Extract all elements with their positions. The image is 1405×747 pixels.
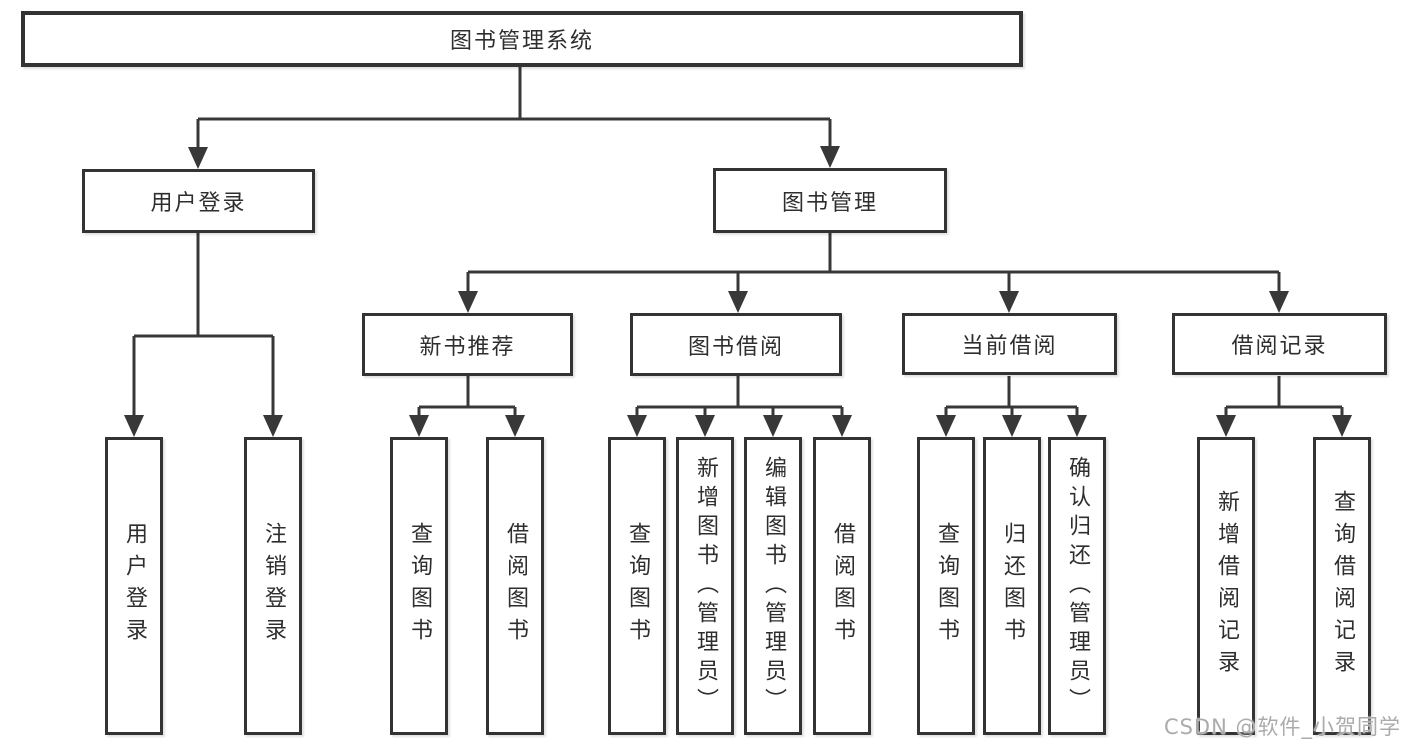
node-user-login: 用户登录 [82,169,315,233]
node-leaf-logout: 注销登录 [244,437,302,735]
node-leaf-confirm-return-admin-label: 确认归还（管理员） [1065,455,1090,717]
node-leaf-query-books-1-label: 查询图书 [407,522,432,650]
node-leaf-return-books-label: 归还图书 [1000,522,1025,650]
csdn-watermark: CSDN @软件_小贺同学 [1163,715,1401,739]
node-leaf-add-book-admin-label: 新增图书（管理员） [693,455,718,717]
node-leaf-logout-label: 注销登录 [261,522,286,650]
node-borrow-records-label: 借阅记录 [1231,334,1328,359]
node-leaf-edit-book-admin: 编辑图书（管理员） [744,437,802,735]
node-leaf-query-books-1: 查询图书 [390,437,448,735]
node-leaf-query-books-2-label: 查询图书 [625,522,650,650]
node-leaf-borrow-books-1-label: 借阅图书 [503,522,528,650]
node-leaf-user-login: 用户登录 [105,437,163,735]
node-leaf-user-login-label: 用户登录 [122,522,147,650]
node-leaf-borrow-books-2-label: 借阅图书 [830,522,855,650]
node-leaf-query-borrow-record: 查询借阅记录 [1313,437,1371,735]
node-leaf-borrow-books-1: 借阅图书 [486,437,544,735]
node-user-login-label: 用户登录 [150,191,247,216]
node-new-book-recommend-label: 新书推荐 [419,334,516,360]
node-current-borrowing-label: 当前借阅 [961,334,1058,359]
node-leaf-edit-book-admin-label: 编辑图书（管理员） [761,455,786,717]
node-leaf-add-borrow-record: 新增借阅记录 [1197,437,1255,735]
node-leaf-confirm-return-admin: 确认归还（管理员） [1048,437,1106,735]
node-root: 图书管理系统 [21,11,1023,67]
node-leaf-query-books-3-label: 查询图书 [934,522,959,650]
node-leaf-return-books: 归还图书 [983,437,1041,735]
node-book-borrowing: 图书借阅 [630,313,842,376]
node-book-management: 图书管理 [713,168,947,233]
node-current-borrowing: 当前借阅 [902,313,1117,375]
node-root-label: 图书管理系统 [449,29,594,54]
node-new-book-recommend: 新书推荐 [362,313,573,376]
node-leaf-add-borrow-record-label: 新增借阅记录 [1214,490,1239,682]
node-book-borrowing-label: 图书借阅 [687,334,784,360]
node-leaf-query-books-3: 查询图书 [917,437,975,735]
node-leaf-query-books-2: 查询图书 [608,437,666,735]
node-leaf-add-book-admin: 新增图书（管理员） [676,437,734,735]
node-leaf-borrow-books-2: 借阅图书 [813,437,871,735]
node-borrow-records: 借阅记录 [1172,313,1387,375]
node-leaf-query-borrow-record-label: 查询借阅记录 [1330,490,1355,682]
node-book-management-label: 图书管理 [781,190,878,216]
